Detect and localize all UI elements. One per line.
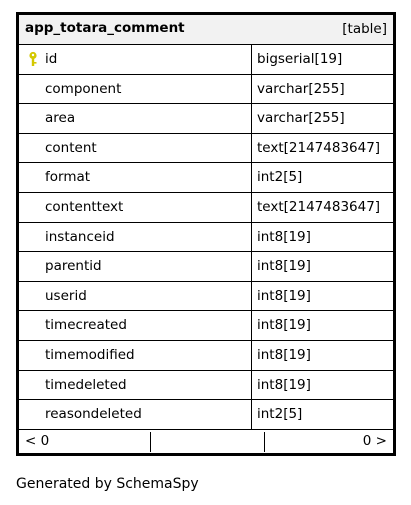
column-type: int8[19] (257, 346, 311, 363)
table-row: userid int8[19] (19, 281, 393, 312)
table-row: parentid int8[19] (19, 252, 393, 282)
table-row: id bigserial[19] (19, 45, 393, 75)
table-footer: < 0 0 > (19, 430, 393, 453)
footer-divider (264, 431, 265, 452)
table-row: area varchar[255] (19, 104, 393, 134)
column-name: contenttext (45, 198, 124, 215)
column-name: id (45, 51, 58, 67)
column-type: varchar[255] (257, 110, 345, 127)
column-name: userid (45, 287, 87, 304)
table-row: timemodified int8[19] (19, 340, 393, 371)
table-row: reasondeleted int2[5] (19, 400, 393, 430)
column-type: int8[19] (257, 376, 311, 393)
table-row: contenttext text[2147483647] (19, 192, 393, 223)
column-cell: timemodified (19, 340, 252, 370)
column-name: instanceid (45, 228, 115, 245)
column-type: int8[19] (257, 287, 311, 304)
column-cell: instanceid (19, 222, 252, 252)
column-type: int8[19] (257, 317, 311, 334)
column-type: bigserial[19] (257, 51, 343, 67)
column-name: area (45, 110, 76, 127)
column-type: text[2147483647] (257, 198, 381, 215)
column-type: int2[5] (257, 406, 303, 423)
column-cell: content (19, 133, 252, 163)
table-row: timecreated int8[19] (19, 311, 393, 341)
generator-credit: Generated by SchemaSpy (16, 476, 199, 492)
footer-divider (150, 431, 151, 452)
column-type: int2[5] (257, 169, 303, 186)
child-count: 0 > (362, 432, 387, 449)
column-cell: timecreated (19, 311, 252, 340)
column-cell: format (19, 163, 252, 192)
column-name: timedeleted (45, 376, 127, 393)
column-name: content (45, 139, 97, 156)
column-cell: contenttext (19, 192, 252, 222)
table-node: app_totara_comment [table] id bigserial[1… (16, 12, 396, 456)
column-cell: id (19, 45, 252, 74)
column-cell: component (19, 74, 252, 104)
table-row: instanceid int8[19] (19, 222, 393, 253)
parent-count: < 0 (25, 432, 50, 449)
table-row: timedeleted int8[19] (19, 370, 393, 401)
table-row: format int2[5] (19, 163, 393, 193)
column-cell: area (19, 104, 252, 133)
table-name: app_totara_comment (25, 20, 185, 36)
table-kind: [table] (342, 21, 387, 37)
column-cell: timedeleted (19, 370, 252, 400)
column-name: parentid (45, 258, 102, 275)
column-type: text[2147483647] (257, 139, 381, 156)
column-type: int8[19] (257, 258, 311, 275)
column-type: int8[19] (257, 228, 311, 245)
table-header: app_totara_comment [table] (19, 15, 393, 45)
column-name: format (45, 169, 91, 186)
column-name: reasondeleted (45, 406, 142, 423)
column-cell: userid (19, 281, 252, 311)
table-row: content text[2147483647] (19, 133, 393, 164)
column-type: varchar[255] (257, 80, 345, 97)
column-name: timecreated (45, 317, 127, 334)
column-cell: reasondeleted (19, 400, 252, 429)
column-name: component (45, 80, 122, 97)
column-name: timemodified (45, 346, 135, 363)
table-row: component varchar[255] (19, 74, 393, 105)
primary-key-icon (29, 51, 37, 66)
column-cell: parentid (19, 252, 252, 281)
